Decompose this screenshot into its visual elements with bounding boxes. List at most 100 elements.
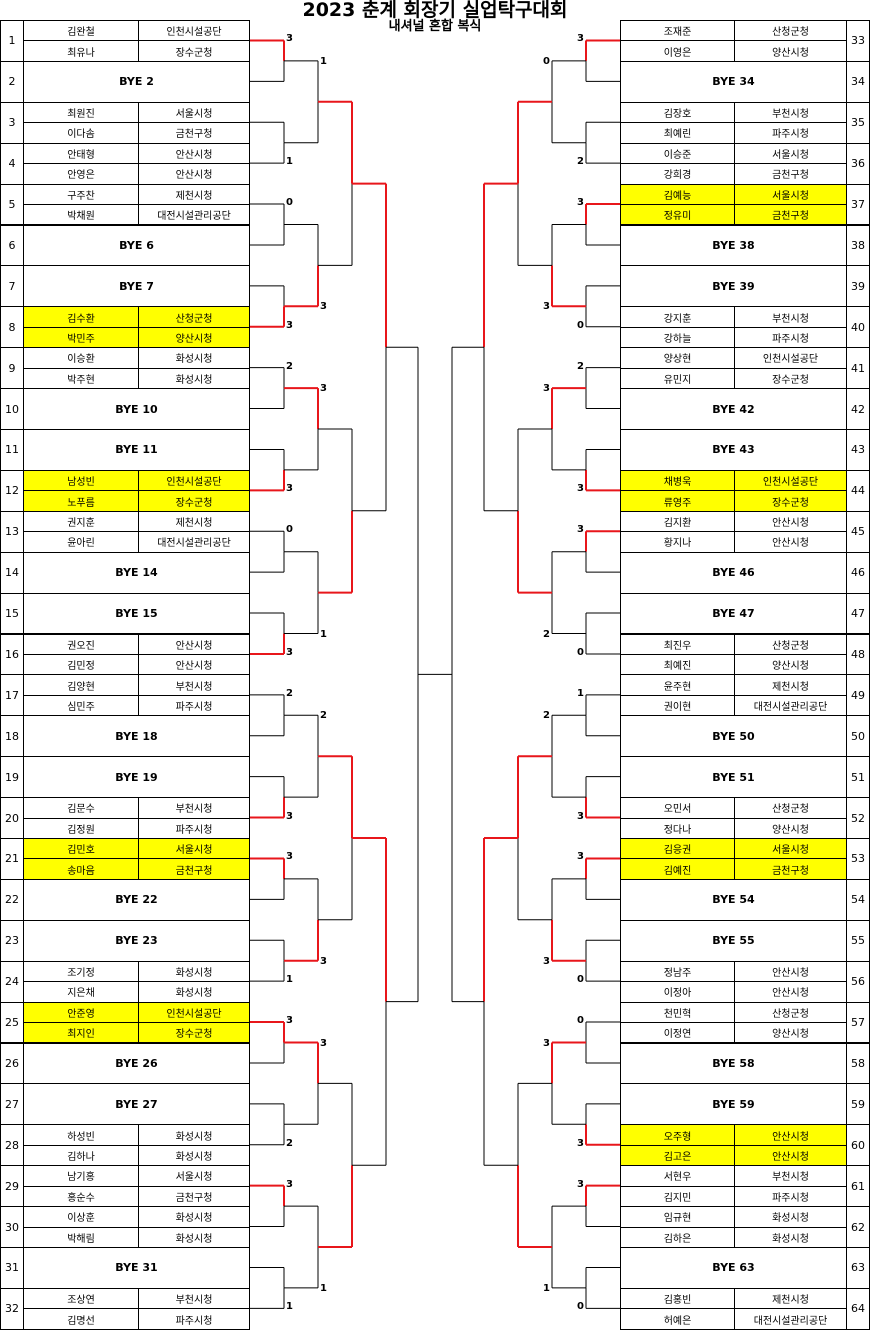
score-label: 3 (543, 1037, 550, 1049)
player-name: 강지훈 (621, 307, 735, 327)
bye-entry: BYE 59 (620, 1083, 847, 1126)
seed-number: 29 (0, 1165, 24, 1208)
seed-number: 58 (846, 1042, 870, 1085)
bye-entry: BYE 11 (23, 429, 250, 471)
score-label: 2 (286, 360, 293, 372)
seed-number: 6 (0, 224, 24, 267)
score-label: 1 (286, 974, 293, 986)
player-name: 정남주 (621, 961, 735, 982)
team-name: 제천시청 (175, 518, 213, 530)
player-name: 김하은 (621, 1227, 735, 1247)
seed-number: 16 (0, 633, 24, 676)
player-name: 양상현 (621, 348, 735, 368)
team-name: 안산시청 (772, 988, 809, 1000)
player-name: 최예진 (621, 654, 735, 675)
player-name: 김예진 (621, 859, 735, 879)
seed-number: 23 (0, 919, 24, 962)
score-label: 3 (286, 483, 293, 495)
score-label: 3 (286, 646, 293, 658)
score-label: 3 (543, 301, 550, 313)
seed-number: 38 (846, 224, 870, 267)
team-name: 대전시설관리공단 (157, 538, 231, 550)
player-name: 안태형 (24, 143, 139, 164)
seed-number: 36 (846, 142, 870, 185)
score-label: 0 (577, 1015, 584, 1027)
team-name: 양산시청 (772, 1029, 809, 1041)
score-label: 3 (577, 851, 584, 863)
player-name: 조기정 (24, 961, 139, 982)
score-label: 3 (286, 33, 293, 45)
team-name: 화성시청 (772, 1213, 809, 1225)
bye-entry: BYE 26 (23, 1042, 250, 1085)
team-name: 인천시설공단 (166, 477, 222, 489)
seed-number: 25 (0, 1001, 24, 1044)
player-name: 채병욱 (621, 470, 735, 491)
bye-entry: BYE 10 (23, 388, 250, 430)
team-name: 제천시청 (772, 681, 809, 693)
score-label: 2 (286, 1137, 293, 1149)
seed-number: 32 (0, 1287, 24, 1330)
seed-number: 13 (0, 510, 24, 553)
score-label: 3 (286, 1178, 293, 1190)
team-name: 양산시청 (772, 661, 809, 673)
team-name: 서울시청 (175, 1172, 213, 1184)
team-name: 제천시청 (175, 190, 213, 202)
bye-entry: BYE 22 (23, 878, 250, 921)
player-name: 오주형 (621, 1125, 735, 1145)
bye-entry: BYE 31 (23, 1247, 250, 1289)
seed-number: 30 (0, 1206, 24, 1248)
seed-number: 10 (0, 388, 24, 430)
bye-entry: BYE 43 (620, 429, 847, 471)
seed-number: 39 (846, 265, 870, 308)
bye-entry: BYE 38 (620, 224, 847, 267)
seed-number: 64 (846, 1287, 870, 1330)
team-name: 장수군청 (175, 47, 213, 59)
bye-entry: BYE 34 (620, 60, 847, 103)
team-name: 금천구청 (772, 865, 809, 877)
player-name: 최예린 (621, 123, 735, 143)
score-label: 0 (577, 974, 584, 986)
bye-entry: BYE 19 (23, 756, 250, 799)
team-name: 대전시설관리공단 (753, 1315, 828, 1327)
score-label: 3 (543, 955, 550, 967)
score-label: 3 (286, 810, 293, 822)
team-name: 서울시청 (772, 845, 809, 857)
player-name: 권이현 (621, 695, 735, 716)
score-label: 3 (577, 33, 584, 45)
bye-entry: BYE 42 (620, 388, 847, 430)
seed-number: 43 (846, 429, 870, 471)
player-name: 김장호 (621, 102, 735, 123)
player-name: 김홍빈 (621, 1288, 735, 1309)
team-name: 인천시설공단 (762, 354, 819, 366)
player-name: 강하늘 (621, 327, 735, 348)
seed-number: 51 (846, 756, 870, 799)
seed-number: 21 (0, 838, 24, 880)
team-name: 서울시청 (175, 109, 213, 121)
player-name: 서현우 (621, 1166, 735, 1186)
team-name: 부천시청 (175, 1295, 213, 1307)
team-player-row: 최예진 양산시청 (620, 653, 847, 676)
